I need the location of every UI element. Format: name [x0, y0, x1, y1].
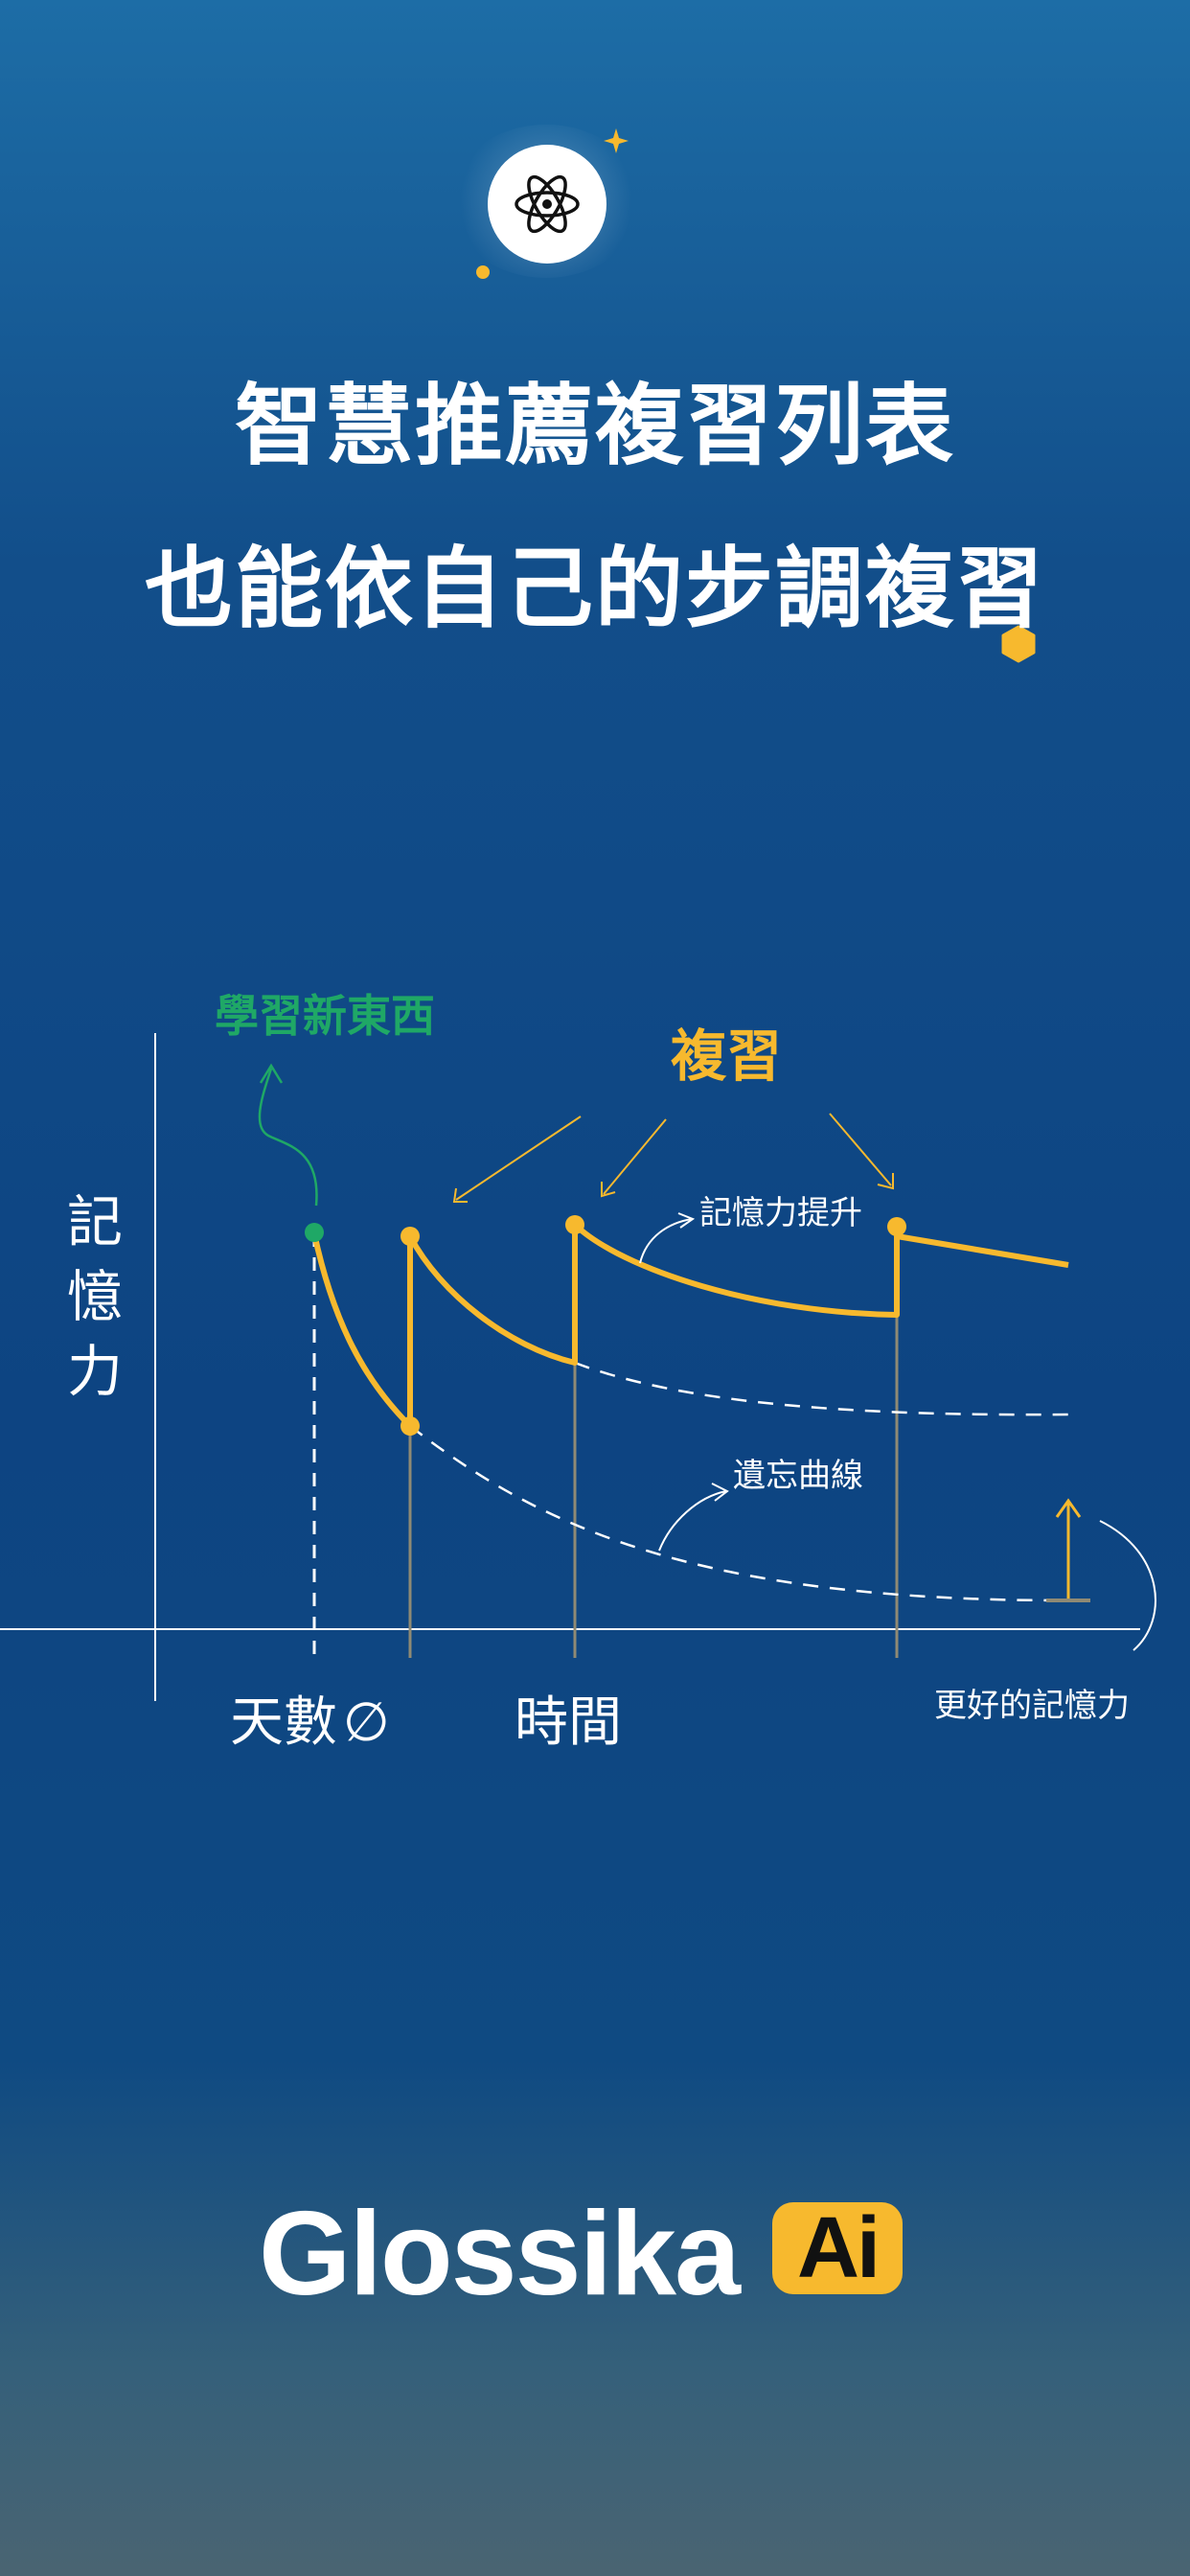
better-memory-label: 更好的記憶力 [934, 1687, 1130, 1725]
x-axis-days-label: 天數∅ [230, 1679, 390, 1757]
headline-line1: 智慧推薦複習列表 [234, 375, 955, 477]
learn-new-label: 學習新東西 [215, 990, 435, 1042]
review-label: 複習 [671, 1024, 783, 1089]
learn-point [305, 1223, 324, 1242]
atom-badge [488, 145, 606, 264]
brand-ai-badge: Ai [772, 2202, 903, 2294]
learn-arrow [258, 1068, 318, 1207]
days-text: 天數 [230, 1691, 337, 1754]
memory-curve [311, 1222, 1069, 1429]
memory-boost-label: 記憶力提升 [699, 1194, 862, 1232]
dot-icon [476, 265, 490, 279]
atom-icon [515, 174, 580, 234]
forgetting-curve-upper [574, 1361, 1069, 1416]
sparkle-icon [604, 128, 629, 153]
forgetting-curve-main [409, 1425, 1064, 1602]
forgetting-curve-label: 遺忘曲線 [733, 1457, 863, 1495]
memory-curve-diagram [0, 1033, 1156, 1701]
brand-logo-text: Glossika [259, 2188, 741, 2320]
x-axis-time-label: 時間 [515, 1691, 622, 1754]
y-axis-label: 記憶力 [67, 1189, 124, 1404]
hexagon-icon [1001, 625, 1036, 663]
headline-line2: 也能依自己的步調複習 [144, 538, 1045, 640]
empty-set-symbol: ∅ [343, 1691, 390, 1754]
